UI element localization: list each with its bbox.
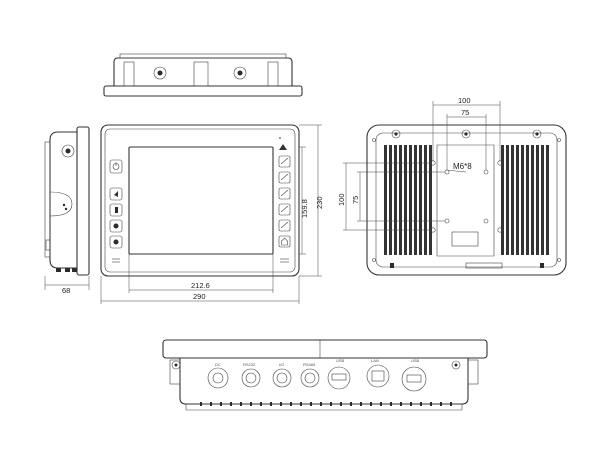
back-view-heatsink-right <box>501 145 549 255</box>
top-view <box>103 53 303 97</box>
bottom-view-connectors: DC RS232 I/O RS485 USB LAN USB <box>207 358 427 392</box>
top-view-fins <box>123 61 279 87</box>
side-view-bottom-connectors <box>56 268 77 272</box>
bottom-view: DC RS232 I/O RS485 USB LAN USB <box>162 339 488 411</box>
front-height-outer-label: 230 <box>315 196 324 209</box>
back-view: 100 75 100 75 M6*8 <box>337 96 567 276</box>
vesa-vertical-inner-label: 75 <box>351 196 360 204</box>
bottom-view-vent-slots <box>200 402 452 406</box>
top-view-mount-bosses <box>153 66 247 80</box>
connector-label-dc: DC <box>215 362 221 367</box>
connector-label-usb-2: USB <box>411 358 420 363</box>
display-screen <box>128 146 274 255</box>
connector-label-io: I/O <box>279 362 284 367</box>
back-view-heatsink-left <box>384 145 432 255</box>
screw-callout: M6*8 <box>453 162 472 171</box>
front-width-inner-label: 212.6 <box>191 281 210 290</box>
vesa-inner-label: 75 <box>461 108 469 117</box>
vesa-outer-label: 100 <box>458 96 471 105</box>
front-view: 159.8 230 212.6 290 <box>100 124 324 304</box>
vesa-holes <box>430 160 503 233</box>
back-view-corner-screws <box>372 129 561 262</box>
vesa-vertical-outer-label: 100 <box>337 193 346 206</box>
side-depth-label: 68 <box>62 286 70 295</box>
front-width-outer-label: 290 <box>193 292 206 301</box>
connector-label-rs232: RS232 <box>243 362 256 367</box>
front-left-keys <box>109 159 123 263</box>
front-right-keys <box>278 144 291 263</box>
front-height-inner-label: 159.8 <box>300 199 309 218</box>
connector-label-lan: LAN <box>371 358 379 363</box>
connector-label-usb-1: USB <box>336 358 345 363</box>
side-view: 68 <box>44 126 90 295</box>
connector-label-rs485: RS485 <box>303 362 316 367</box>
